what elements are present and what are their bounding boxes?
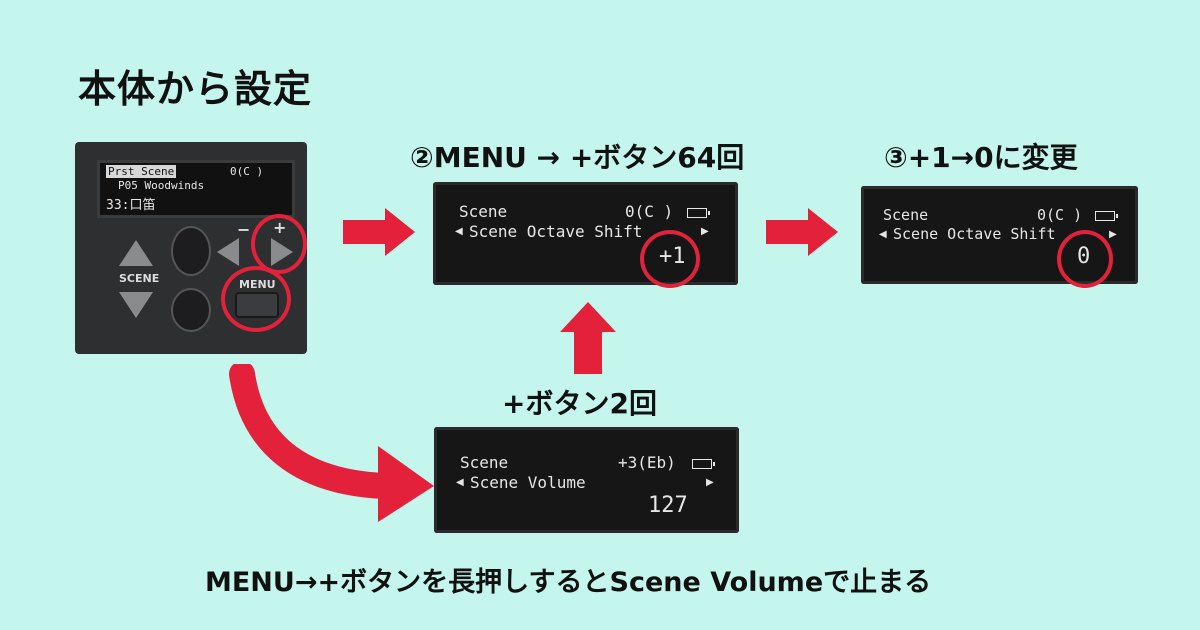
lcd-volume-line2: Scene Volume bbox=[470, 473, 586, 492]
step2-label: ②MENU → +ボタン64回 bbox=[410, 141, 745, 174]
lcd-left-marker-icon: ◀ bbox=[455, 226, 463, 237]
scene-down-icon[interactable] bbox=[119, 292, 153, 318]
device-photo: Prst Scene 0(C ) P05 Woodwinds 33:口笛 SCE… bbox=[75, 142, 307, 354]
device-screen-line1: Prst Scene bbox=[106, 165, 177, 178]
battery-icon bbox=[692, 459, 715, 469]
mid-label: +ボタン2回 bbox=[502, 387, 657, 420]
lcd-step3-line1-right: 0(C ) bbox=[1037, 206, 1083, 224]
lcd-step3-line2: Scene Octave Shift bbox=[893, 225, 1056, 243]
lcd-volume-line1-right: +3(Eb) bbox=[618, 453, 676, 472]
lcd-volume: Scene +3(Eb) ◀ Scene Volume ▶ 127 bbox=[434, 427, 739, 533]
lcd-right-marker-icon: ▶ bbox=[706, 477, 714, 488]
arrow-right-icon bbox=[766, 208, 838, 256]
scene-up-icon[interactable] bbox=[119, 240, 153, 266]
value-highlight bbox=[1057, 230, 1113, 288]
device-screen-line3: 33:口笛 bbox=[106, 198, 156, 213]
arrow-right-icon bbox=[343, 208, 415, 256]
lcd-step3: Scene 0(C ) ◀ Scene Octave Shift ▶ 0 bbox=[861, 186, 1138, 288]
joystick[interactable] bbox=[171, 226, 211, 276]
lcd-step2-line2: Scene Octave Shift bbox=[469, 222, 643, 241]
battery-icon bbox=[1095, 211, 1118, 221]
plus-button-highlight bbox=[251, 214, 307, 274]
device-screen-line1-right: 0(C ) bbox=[230, 165, 264, 178]
left-button-icon[interactable] bbox=[217, 238, 239, 266]
step3-label: ③+1→0に変更 bbox=[884, 141, 1078, 174]
minus-label: − bbox=[237, 220, 251, 239]
battery-icon bbox=[687, 208, 710, 218]
joystick-base[interactable] bbox=[171, 288, 211, 332]
value-highlight bbox=[640, 230, 700, 288]
lcd-step3-line1-left: Scene bbox=[883, 206, 929, 224]
arrow-up-icon bbox=[560, 302, 616, 376]
lcd-step2-line1-right: 0(C ) bbox=[625, 202, 674, 221]
lcd-step2-line1-left: Scene bbox=[459, 202, 508, 221]
lcd-right-marker-icon: ▶ bbox=[701, 226, 709, 237]
scene-label: SCENE bbox=[119, 272, 160, 285]
page-title: 本体から設定 bbox=[78, 67, 313, 111]
lcd-left-marker-icon: ◀ bbox=[456, 477, 464, 488]
curved-arrow-icon bbox=[229, 364, 434, 522]
device-screen-line2: P05 Woodwinds bbox=[118, 179, 205, 192]
device-screen: Prst Scene 0(C ) P05 Woodwinds 33:口笛 bbox=[97, 160, 295, 218]
menu-button-highlight bbox=[221, 266, 291, 332]
lcd-right-marker-icon: ▶ bbox=[1109, 229, 1117, 240]
lcd-step2: Scene 0(C ) ◀ Scene Octave Shift ▶ +1 bbox=[433, 182, 738, 288]
lcd-volume-line1-left: Scene bbox=[460, 453, 509, 472]
footer-note: MENU→+ボタンを長押しするとScene Volumeで止まる bbox=[205, 567, 932, 598]
lcd-left-marker-icon: ◀ bbox=[879, 229, 887, 240]
lcd-volume-value: 127 bbox=[648, 493, 688, 518]
